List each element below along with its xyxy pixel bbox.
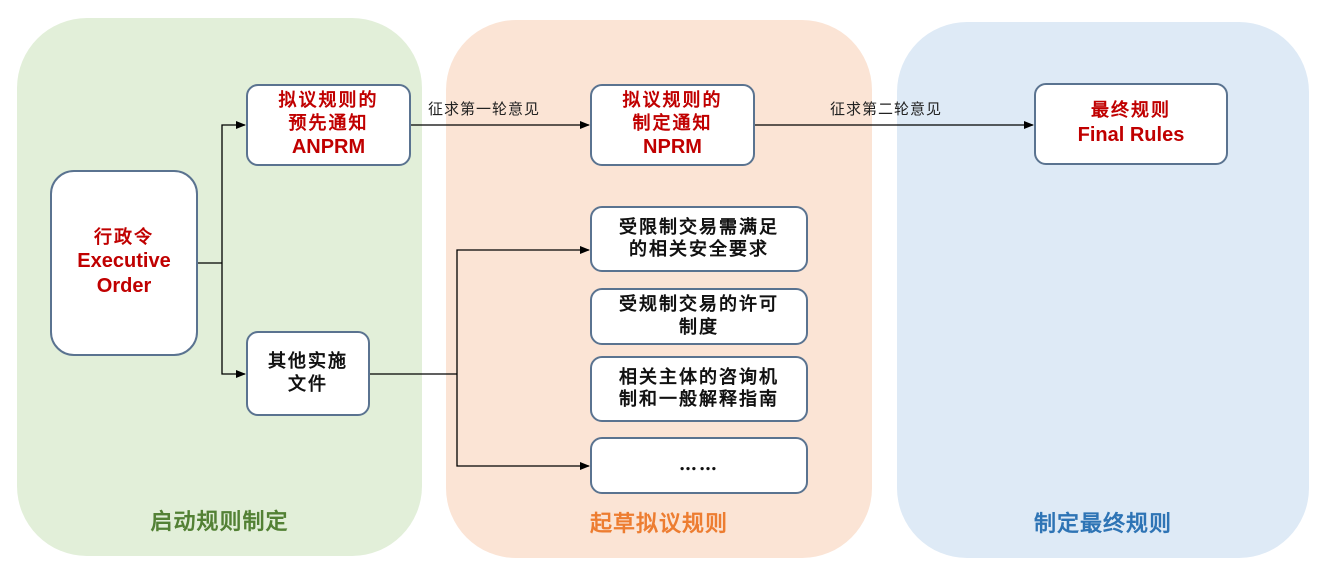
node-requirement: 相关主体的咨询机 制和一般解释指南: [590, 356, 808, 422]
node-anprm: 拟议规则的 预先通知 ANPRM: [246, 84, 411, 166]
anprm-cn-line1: 拟议规则的: [278, 90, 379, 111]
anprm-cn-line2: 预先通知: [288, 112, 369, 134]
requirement-line1: 受限制交易需满足: [619, 216, 779, 238]
node-nprm: 拟议规则的 制定通知 NPRM: [590, 84, 755, 166]
nprm-cn-line1: 拟议规则的: [622, 90, 723, 111]
node-executive-order: 行政令 Executive Order: [50, 170, 198, 356]
node-requirement: 受规制交易的许可 制度: [590, 288, 808, 345]
final-rules-en: Final Rules: [1077, 123, 1185, 146]
requirement-line1: 受规制交易的许可: [619, 294, 779, 315]
other-docs-line1: 其他实施: [268, 351, 348, 372]
node-requirement: 受限制交易需满足 的相关安全要求: [590, 206, 808, 272]
phase-title-initiate: 启动规则制定: [150, 509, 289, 535]
nprm-cn-line2: 制定通知: [632, 112, 713, 134]
phase-title-finalize: 制定最终规则: [1033, 511, 1172, 537]
executive-order-en-line2: Order: [96, 275, 152, 298]
edge-label-round1: 征求第一轮意见: [428, 100, 541, 118]
final-rules-cn: 最终规则: [1091, 100, 1171, 122]
requirement-line1: 相关主体的咨询机: [619, 366, 779, 388]
node-other-docs: 其他实施 文件: [246, 331, 370, 416]
executive-order-cn: 行政令: [94, 226, 154, 248]
executive-order-en-line1: Executive: [77, 250, 171, 273]
requirement-ellipsis: ……: [679, 454, 719, 476]
requirement-line2: 制度: [679, 316, 719, 338]
phase-title-draft: 起草拟议规则: [589, 511, 728, 537]
anprm-en: ANPRM: [291, 136, 366, 158]
node-requirement-ellipsis: ……: [590, 437, 808, 494]
requirement-line2: 的相关安全要求: [629, 239, 769, 260]
node-final-rules: 最终规则 Final Rules: [1034, 83, 1228, 165]
other-docs-line2: 文件: [288, 373, 328, 395]
requirement-line2: 制和一般解释指南: [619, 389, 779, 410]
edge-label-round2: 征求第二轮意见: [830, 100, 943, 118]
nprm-en: NPRM: [643, 136, 702, 158]
